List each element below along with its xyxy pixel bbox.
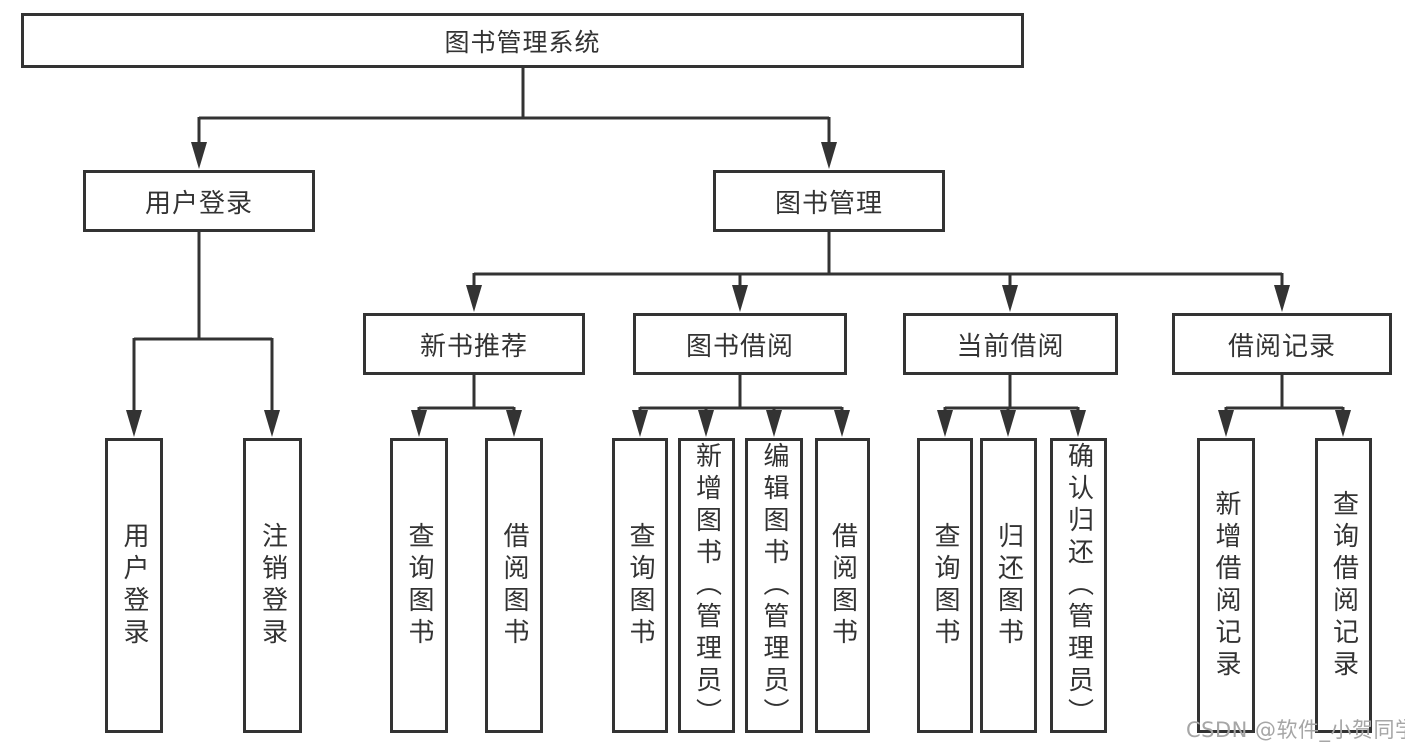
leaf-add-borrow-record: 新增借阅记录 — [1197, 438, 1255, 733]
arrowhead-icon — [732, 285, 748, 312]
arrowhead-icon — [126, 410, 142, 437]
node-label: 查询借阅记录 — [1328, 489, 1359, 682]
leaf-query-books-current: 查询图书 — [917, 438, 973, 733]
leaf-borrow-books-recommend: 借阅图书 — [485, 438, 543, 733]
node-current-borrowing: 当前借阅 — [903, 313, 1118, 375]
node-label: 用户登录 — [119, 521, 149, 650]
arrowhead-icon — [1000, 410, 1016, 437]
node-label: 借阅图书 — [499, 521, 529, 650]
leaf-return-books: 归还图书 — [980, 438, 1037, 733]
node-new-book-recommend: 新书推荐 — [363, 313, 585, 375]
arrowhead-icon — [698, 410, 714, 437]
arrowhead-icon — [766, 410, 782, 437]
node-label: 图书管理 — [774, 188, 883, 219]
arrowhead-icon — [506, 410, 522, 437]
leaf-confirm-return-admin: 确认归还（管理员） — [1050, 438, 1107, 733]
leaf-query-books-recommend: 查询图书 — [390, 438, 448, 733]
arrowhead-icon — [1218, 410, 1234, 437]
arrowheads — [126, 142, 1351, 437]
node-label: 查询图书 — [625, 521, 655, 650]
node-label: 查询图书 — [930, 521, 960, 650]
node-label: 注销登录 — [257, 521, 288, 650]
node-label: 借阅图书 — [827, 521, 858, 650]
leaf-edit-books-admin: 编辑图书（管理员） — [745, 438, 803, 733]
arrowhead-icon — [821, 142, 837, 169]
arrowhead-icon — [411, 410, 427, 437]
node-label: 归还图书 — [993, 521, 1024, 650]
node-user-login: 用户登录 — [83, 170, 315, 232]
node-label: 借阅记录 — [1227, 331, 1336, 362]
arrowhead-icon — [834, 410, 850, 437]
leaf-logout: 注销登录 — [243, 438, 302, 733]
node-label: 新增图书（管理员） — [691, 441, 722, 730]
node-borrowing-records: 借阅记录 — [1172, 313, 1392, 375]
node-book-borrowing: 图书借阅 — [633, 313, 847, 375]
node-label: 图书管理系统 — [444, 27, 601, 57]
node-library-management-system: 图书管理系统 — [21, 13, 1024, 68]
leaf-borrow-books: 借阅图书 — [815, 438, 870, 733]
node-label: 查询图书 — [404, 521, 434, 650]
node-book-management: 图书管理 — [713, 170, 945, 232]
arrowhead-icon — [1070, 410, 1086, 437]
node-label: 新增借阅记录 — [1211, 489, 1241, 682]
leaf-query-books-borrowing: 查询图书 — [612, 438, 668, 733]
arrowhead-icon — [937, 410, 953, 437]
node-label: 图书借阅 — [685, 331, 794, 362]
arrowhead-icon — [1002, 285, 1018, 312]
csdn-watermark: CSDN @软件_小贺同学 — [1186, 718, 1405, 742]
node-label: 编辑图书（管理员） — [759, 441, 789, 730]
leaf-add-books-admin: 新增图书（管理员） — [678, 438, 735, 733]
leaf-user-login: 用户登录 — [105, 438, 163, 733]
arrowhead-icon — [466, 285, 482, 312]
node-label: 当前借阅 — [956, 331, 1065, 362]
node-label: 确认归还（管理员） — [1063, 441, 1094, 730]
arrowhead-icon — [1274, 285, 1290, 312]
arrowhead-icon — [632, 410, 648, 437]
arrowhead-icon — [1335, 410, 1351, 437]
node-label: 用户登录 — [144, 188, 253, 219]
arrowhead-icon — [264, 410, 280, 437]
node-label: 新书推荐 — [419, 331, 528, 362]
arrowhead-icon — [191, 142, 207, 169]
leaf-query-borrow-record: 查询借阅记录 — [1315, 438, 1372, 733]
